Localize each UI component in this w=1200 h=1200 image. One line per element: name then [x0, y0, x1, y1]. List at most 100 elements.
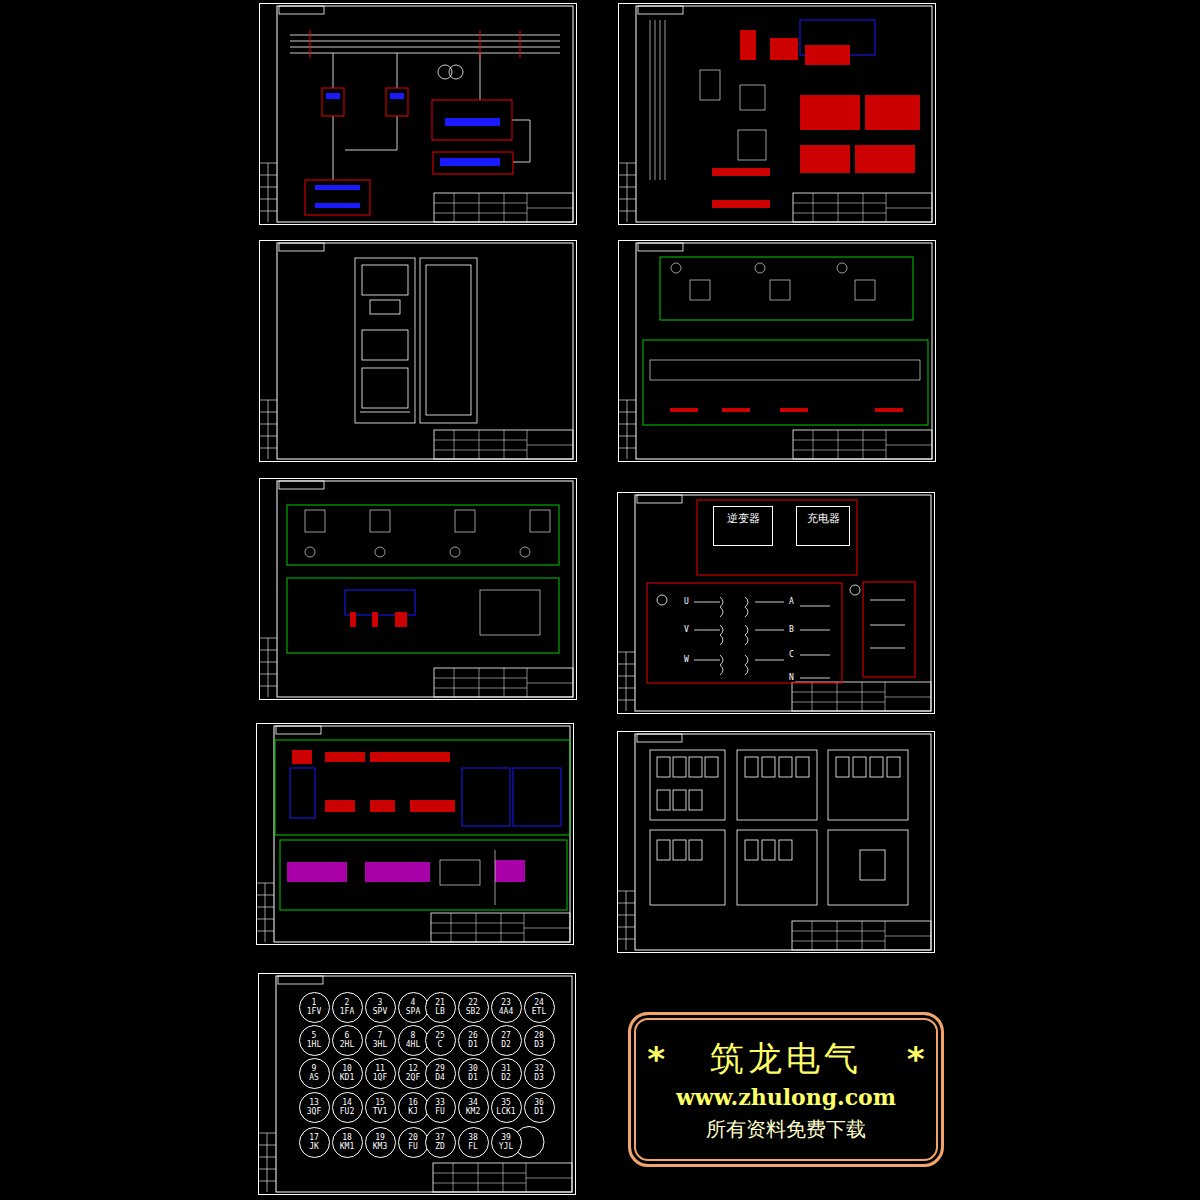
- callout-number: 15: [375, 1098, 385, 1107]
- callout-number: 35: [501, 1098, 511, 1107]
- callout-number: 26: [468, 1031, 478, 1040]
- device-code: 3QF: [307, 1107, 321, 1116]
- symbol-circle: 19KM3: [365, 1127, 396, 1158]
- terminal-label: C: [788, 650, 795, 659]
- callout-number: 28: [534, 1031, 544, 1040]
- device-label: 充电器: [807, 511, 840, 541]
- callout-number: 13: [309, 1098, 319, 1107]
- symbol-circle: 30D1: [458, 1058, 489, 1089]
- device-code: D4: [435, 1073, 445, 1082]
- symbol-circle: 32D3: [524, 1058, 555, 1089]
- callout-number: 18: [342, 1133, 352, 1142]
- callout-number: 3: [378, 998, 383, 1007]
- callout-number: 8: [411, 1031, 416, 1040]
- device-code: SPA: [406, 1007, 420, 1016]
- symbol-circle: 133QF: [299, 1092, 330, 1123]
- callout-number: 25: [435, 1031, 445, 1040]
- slogan: 所有资料免费下载: [706, 1116, 866, 1143]
- device-code: AS: [309, 1073, 319, 1082]
- device-code: 2QF: [406, 1073, 420, 1082]
- device-code: KM1: [340, 1142, 354, 1151]
- symbol-circle: 28D3: [524, 1025, 555, 1056]
- callout-number: 7: [378, 1031, 383, 1040]
- device-code: KD1: [340, 1073, 354, 1082]
- callout-number: 14: [342, 1098, 352, 1107]
- callout-number: 29: [435, 1064, 445, 1073]
- callout-number: 36: [534, 1098, 544, 1107]
- symbol-circle: 38FL: [458, 1127, 489, 1158]
- asterisk: *: [906, 1039, 926, 1079]
- callout-number: 39: [501, 1133, 511, 1142]
- device-box: 充电器: [796, 506, 850, 546]
- symbol-circle: 11FV: [299, 992, 330, 1023]
- brand-name: 筑龙电气: [710, 1036, 862, 1082]
- device-code: 1HL: [307, 1040, 321, 1049]
- symbol-circle: 21FA: [332, 992, 363, 1023]
- symbol-circle: 39YJL: [491, 1127, 522, 1158]
- symbol-circle: 15TV1: [365, 1092, 396, 1123]
- symbol-circle: 111QF: [365, 1058, 396, 1089]
- callout-number: 2: [345, 998, 350, 1007]
- device-code: ETL: [532, 1007, 546, 1016]
- device-code: 4HL: [406, 1040, 420, 1049]
- device-code: 1FA: [340, 1007, 354, 1016]
- symbol-circle: 20FU: [398, 1127, 429, 1158]
- symbol-circle: 18KM1: [332, 1127, 363, 1158]
- device-code: 2HL: [340, 1040, 354, 1049]
- symbol-circle: 17JK: [299, 1127, 330, 1158]
- title-row: * 筑龙电气 *: [646, 1036, 926, 1082]
- device-code: FU: [435, 1107, 445, 1116]
- callout-number: 4: [411, 998, 416, 1007]
- callout-number: 6: [345, 1031, 350, 1040]
- device-box: 逆变器: [713, 506, 773, 546]
- symbol-circle: 33FU: [425, 1092, 456, 1123]
- device-code: SB2: [466, 1007, 480, 1016]
- asterisk: *: [646, 1039, 666, 1079]
- symbol-circle: 24ETL: [524, 992, 555, 1023]
- device-code: KJ: [408, 1107, 418, 1116]
- callout-number: 16: [408, 1098, 418, 1107]
- callout-number: 10: [342, 1064, 352, 1073]
- callout-number: 34: [468, 1098, 478, 1107]
- callout-number: 17: [309, 1133, 319, 1142]
- device-code: KM3: [373, 1142, 387, 1151]
- device-code: 3HL: [373, 1040, 387, 1049]
- device-code: JK: [309, 1142, 319, 1151]
- terminal-label: W: [683, 655, 690, 664]
- symbol-circle: 14FU2: [332, 1092, 363, 1123]
- symbol-circle: 22SB2: [458, 992, 489, 1023]
- callout-number: 27: [501, 1031, 511, 1040]
- symbol-circle: 26D1: [458, 1025, 489, 1056]
- symbol-circle: 34KM2: [458, 1092, 489, 1123]
- device-code: LB: [435, 1007, 445, 1016]
- symbol-circle: 25C: [425, 1025, 456, 1056]
- symbol-circle: 16KJ: [398, 1092, 429, 1123]
- device-code: D3: [534, 1040, 544, 1049]
- website-url: www.zhulong.com: [676, 1084, 896, 1110]
- device-code: FL: [468, 1142, 478, 1151]
- callout-number: 33: [435, 1098, 445, 1107]
- callout-number: 31: [501, 1064, 511, 1073]
- terminal-label: V: [683, 625, 690, 634]
- terminal-label: A: [788, 597, 795, 606]
- device-code: TV1: [373, 1107, 387, 1116]
- device-code: FU2: [340, 1107, 354, 1116]
- device-code: D1: [534, 1107, 544, 1116]
- callout-number: 1: [312, 998, 317, 1007]
- symbol-circle: 3SPV: [365, 992, 396, 1023]
- callout-number: 38: [468, 1133, 478, 1142]
- symbol-circle: 27D2: [491, 1025, 522, 1056]
- symbol-circle: 122QF: [398, 1058, 429, 1089]
- device-code: D2: [501, 1040, 511, 1049]
- callout-number: 37: [435, 1133, 445, 1142]
- device-code: D3: [534, 1073, 544, 1082]
- callout-number: 12: [408, 1064, 418, 1073]
- symbol-circle: 73HL: [365, 1025, 396, 1056]
- terminal-label: B: [788, 625, 795, 634]
- symbol-circle: 9AS: [299, 1058, 330, 1089]
- device-code: YJL: [499, 1142, 513, 1151]
- callout-number: 22: [468, 998, 478, 1007]
- device-code: FU: [408, 1142, 418, 1151]
